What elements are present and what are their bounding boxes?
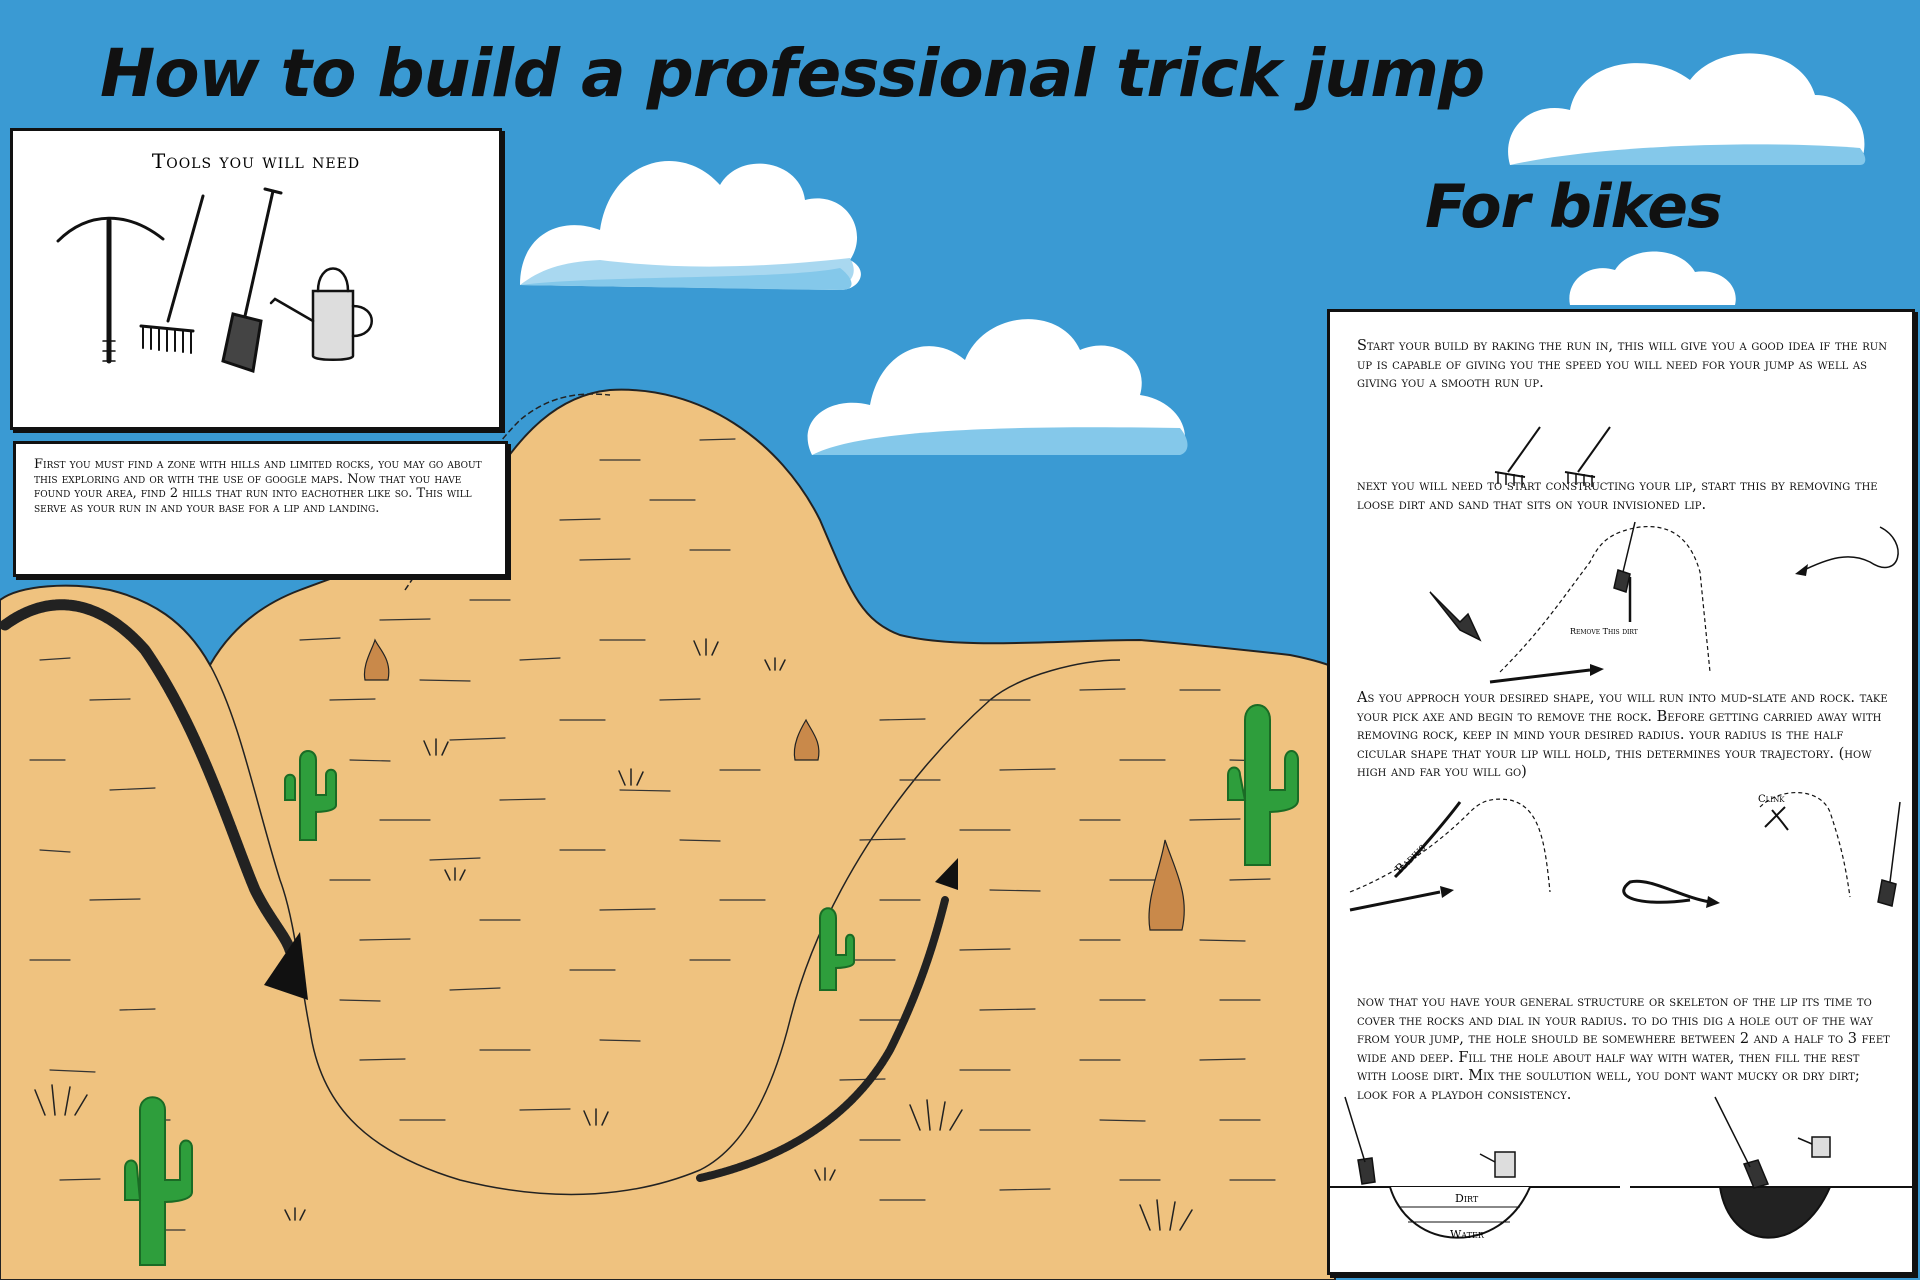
cloud-middle <box>807 319 1188 455</box>
shovel-icon <box>221 187 283 373</box>
tools-heading: Tools you will need <box>151 149 361 173</box>
arrow-run-in-head <box>264 932 308 1000</box>
arrow-icon <box>1349 890 1441 912</box>
page-subtitle: For bikes <box>1425 172 1723 242</box>
arrow-icon <box>1795 564 1808 576</box>
arrow-icon <box>1489 668 1591 684</box>
step-1-text: Start your build by raking the run in, t… <box>1357 338 1887 391</box>
pickaxe-icon <box>1764 806 1789 831</box>
mound-outline <box>1499 525 1711 673</box>
tools-panel: Tools you will need <box>10 128 502 430</box>
step-3-text: As you approch your desired shape, you w… <box>1357 690 1888 780</box>
shovel-icon <box>1714 1096 1770 1189</box>
rake-icon <box>1494 426 1541 487</box>
clink-label: Clink <box>1758 794 1785 805</box>
valley-line <box>209 659 1121 1196</box>
radius-label: Radius <box>1392 840 1428 876</box>
rake-icon <box>1564 426 1611 487</box>
mound-outline <box>1759 792 1851 898</box>
step-4-figure: Dirt Water <box>1330 1096 1915 1241</box>
step-4-text: now that you have your general structure… <box>1357 994 1890 1103</box>
sand-hills <box>0 388 1336 1280</box>
cloud-left <box>520 160 861 290</box>
shovel-icon <box>1429 591 1482 642</box>
steps-panel: Start your build by raking the run in, t… <box>1327 309 1915 1275</box>
sand-texture <box>29 438 1276 1231</box>
arrow-landing <box>696 896 949 1182</box>
step-3-figure: Radius Clink <box>1349 792 1901 912</box>
arrow-icon <box>1622 879 1711 904</box>
dry-bush <box>363 638 1185 931</box>
watering-can-icon <box>1797 1136 1831 1158</box>
remove-dirt-label: Remove This dirt <box>1570 627 1638 636</box>
tools-row <box>56 187 373 373</box>
page-title: How to build a professional trick jump <box>100 35 1485 112</box>
arrow-icon <box>1440 886 1454 898</box>
step-1-figure <box>1494 426 1611 487</box>
pickaxe-icon <box>56 216 165 364</box>
grass-tufts <box>34 638 1193 1231</box>
intro-text: First you must find a zone with hills an… <box>34 457 482 516</box>
arrow-icon <box>1706 896 1720 908</box>
mixed-hole <box>1718 1186 1832 1239</box>
arrow-run-in <box>0 599 296 956</box>
hole-outline <box>1389 1186 1531 1239</box>
cactus <box>124 704 1299 1266</box>
intro-panel: First you must find a zone with hills an… <box>13 441 508 577</box>
arrow-landing-head <box>935 858 958 890</box>
dirt-label: Dirt <box>1455 1192 1479 1205</box>
watering-can-icon <box>269 267 373 361</box>
shovel-icon <box>1877 801 1901 907</box>
shovel-icon <box>1613 521 1636 593</box>
cloud-right <box>1508 53 1866 165</box>
step-2-text: next you will need to start constructing… <box>1357 478 1878 513</box>
cloud-small <box>1569 251 1736 305</box>
watering-can-icon <box>1479 1151 1516 1178</box>
arrow-icon <box>1590 664 1604 676</box>
rake-icon <box>139 194 205 354</box>
arrow-icon <box>1799 526 1899 573</box>
step-2-figure: Remove This dirt <box>1429 521 1899 684</box>
water-label: Water <box>1450 1228 1485 1241</box>
radius-curve <box>1393 801 1462 879</box>
shovel-icon <box>1344 1096 1376 1185</box>
